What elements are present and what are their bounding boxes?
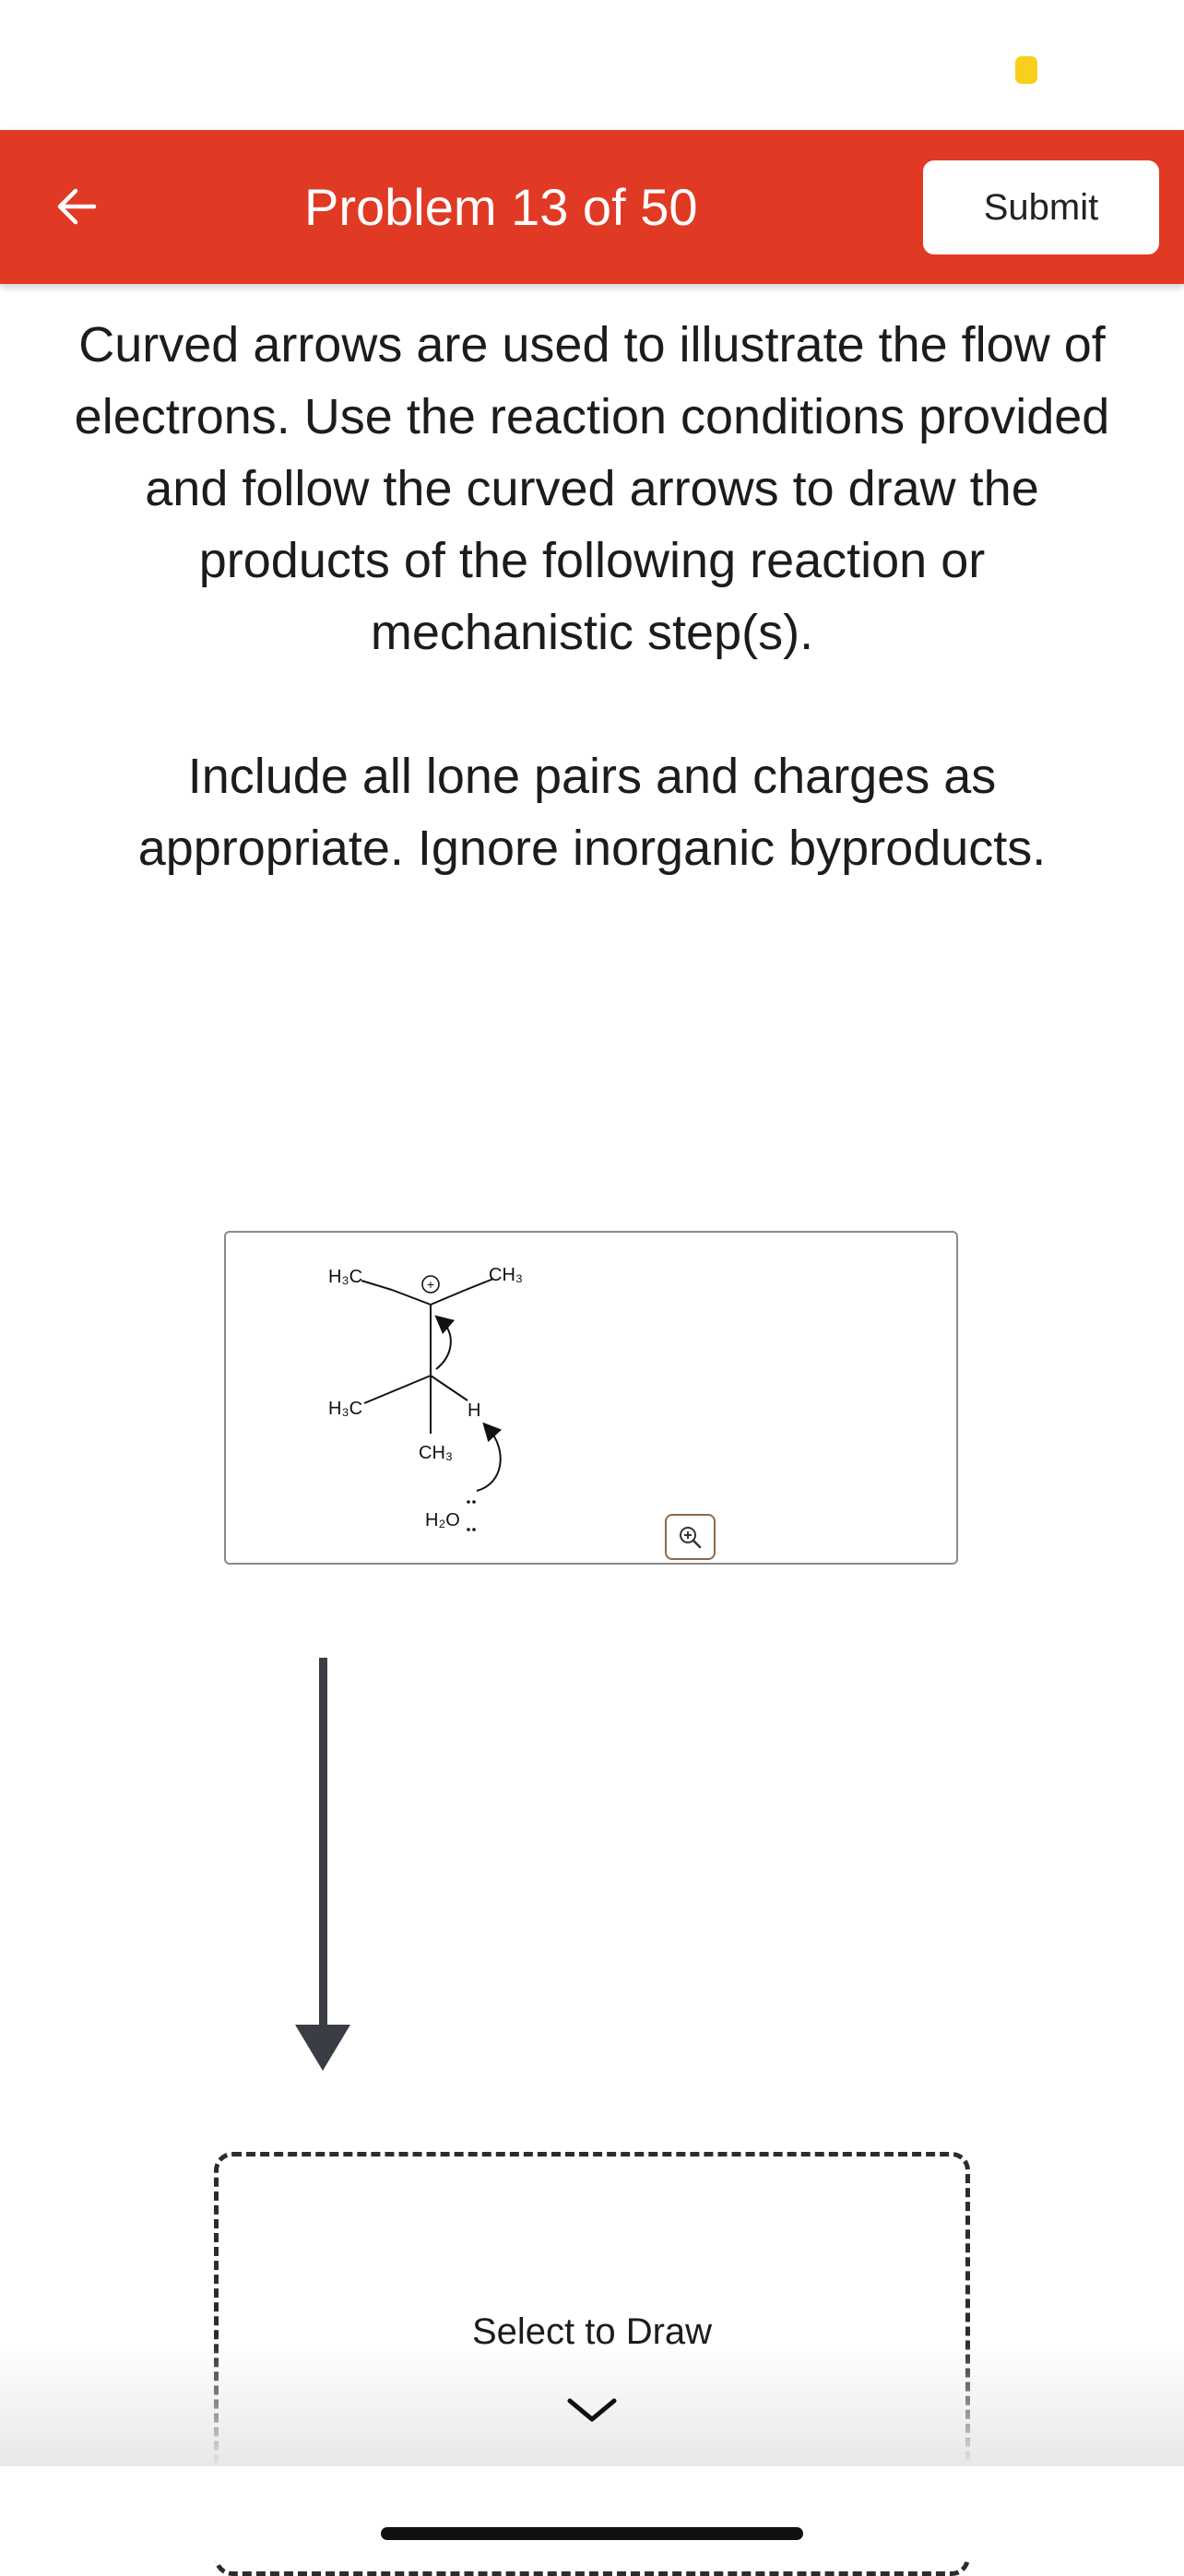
bond xyxy=(465,1278,494,1291)
header-bar: Problem 13 of 50 Submit xyxy=(0,130,1184,284)
bond xyxy=(430,1375,468,1401)
status-indicator xyxy=(1015,56,1037,84)
arrow-left-icon xyxy=(57,188,97,225)
group-label: H₃C xyxy=(328,1267,362,1287)
back-button[interactable] xyxy=(46,174,111,239)
lone-pair-dot xyxy=(467,1500,470,1504)
bond xyxy=(361,1280,393,1291)
lone-pair-dot xyxy=(467,1528,470,1531)
instructions: Curved arrows are used to illustrate the… xyxy=(74,309,1110,884)
group-label: CH₃ xyxy=(419,1443,453,1463)
lone-pair-dot xyxy=(472,1528,476,1531)
molecule-structure: H₃C CH₃ H₃C CH₃ H H₂O + xyxy=(328,1265,523,1531)
reaction-mechanism-box: H₃C CH₃ H₃C CH₃ H H₂O + xyxy=(224,1231,958,1565)
group-label: H₃C xyxy=(328,1399,362,1419)
charge-label: + xyxy=(427,1277,434,1292)
group-label: CH₃ xyxy=(489,1265,523,1285)
lone-pair-dot xyxy=(472,1500,476,1504)
hydrogen-label: H xyxy=(468,1400,480,1421)
water-label: H₂O xyxy=(425,1510,460,1530)
home-bar xyxy=(0,2466,1184,2561)
instructions-paragraph-1: Curved arrows are used to illustrate the… xyxy=(74,317,1110,660)
reaction-arrow-icon xyxy=(295,1658,350,2071)
bond xyxy=(430,1289,467,1306)
bond xyxy=(391,1289,432,1306)
bottom-fade xyxy=(0,2342,1184,2466)
instructions-paragraph-2: Include all lone pairs and charges as ap… xyxy=(137,749,1047,876)
positive-charge-icon xyxy=(421,1275,440,1294)
bond xyxy=(363,1375,432,1404)
curved-arrow-icon xyxy=(434,1315,456,1370)
submit-button[interactable]: Submit xyxy=(923,160,1159,254)
zoom-button[interactable] xyxy=(665,1514,716,1560)
page-title: Problem 13 of 50 xyxy=(304,178,698,236)
zoom-in-icon xyxy=(680,1527,702,1549)
curved-arrow-icon xyxy=(476,1422,503,1492)
home-indicator[interactable] xyxy=(381,2527,803,2540)
chevron-down-icon[interactable] xyxy=(564,2393,620,2427)
